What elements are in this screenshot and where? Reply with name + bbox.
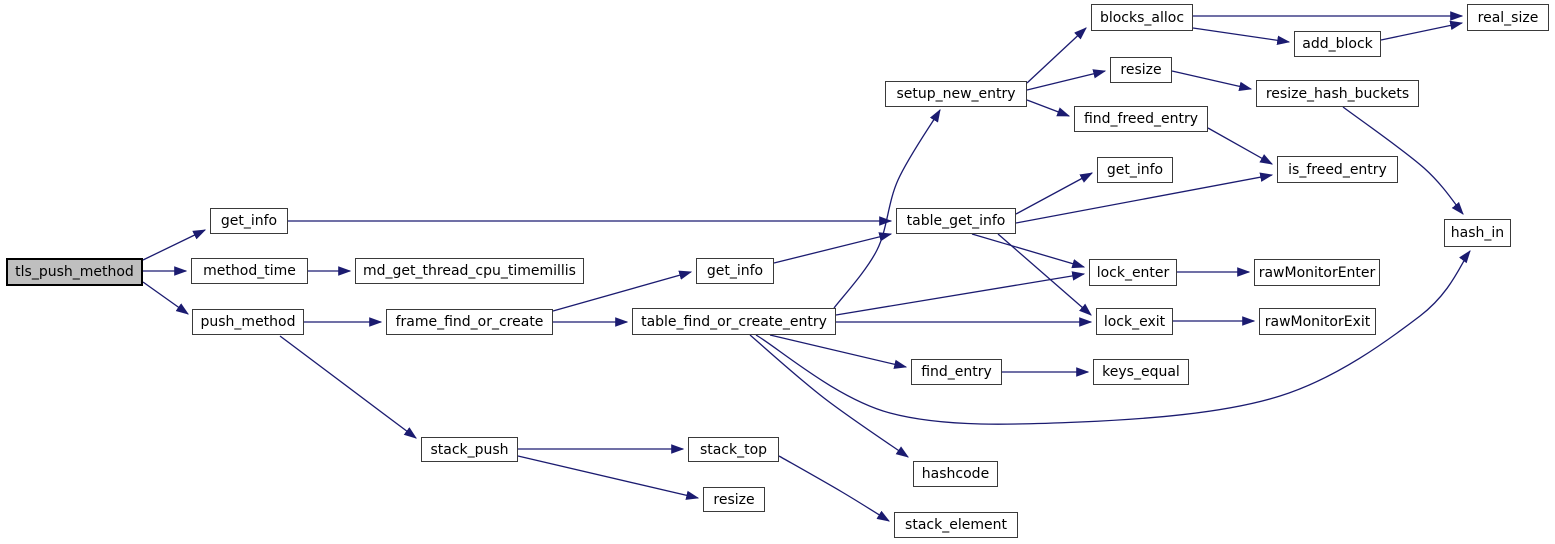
- node-setup_new_entry[interactable]: setup_new_entry: [885, 81, 1027, 107]
- node-label: is_freed_entry: [1288, 161, 1387, 178]
- node-find_entry[interactable]: find_entry: [911, 359, 1002, 385]
- node-lock_exit[interactable]: lock_exit: [1096, 308, 1173, 335]
- node-stack_push[interactable]: stack_push: [421, 437, 518, 462]
- edge-table_find_or_create_entry-to-hash_in: [755, 250, 1471, 425]
- node-add_block[interactable]: add_block: [1294, 31, 1381, 57]
- edge-find_freed_entry-to-is_freed_entry: [1207, 127, 1274, 165]
- edge-table_get_info-to-lock_enter: [971, 233, 1086, 269]
- node-label: real_size: [1477, 9, 1539, 26]
- node-label: stack_element: [905, 517, 1007, 533]
- edge-stack_push-to-resize_bottom: [517, 455, 700, 500]
- node-label: get_info: [706, 263, 764, 279]
- node-blocks_alloc[interactable]: blocks_alloc: [1091, 4, 1193, 31]
- node-get_info_c[interactable]: get_info: [1097, 157, 1173, 183]
- node-label: frame_find_or_create: [395, 314, 544, 330]
- edge-setup_new_entry-to-resize_top: [1026, 69, 1107, 91]
- node-table_get_info[interactable]: table_get_info: [896, 208, 1016, 234]
- node-label: tls_push_method: [15, 264, 134, 280]
- edge-resize_top-to-resize_hash_buckets: [1171, 70, 1253, 91]
- node-label: find_freed_entry: [1083, 111, 1199, 127]
- node-label: setup_new_entry: [896, 86, 1016, 102]
- node-method_time[interactable]: method_time: [191, 258, 308, 284]
- node-stack_element[interactable]: stack_element: [894, 512, 1018, 538]
- node-resize_bottom[interactable]: resize: [703, 487, 765, 512]
- node-tls_push_method[interactable]: tls_push_method: [6, 258, 143, 286]
- edge-push_method-to-stack_push: [279, 335, 417, 439]
- edge-add_block-to-real_size: [1380, 20, 1464, 41]
- node-rawMonitorExit[interactable]: rawMonitorExit: [1259, 308, 1376, 335]
- node-label: get_info: [1106, 162, 1164, 178]
- node-hash_in[interactable]: hash_in: [1444, 219, 1511, 247]
- node-label: hashcode: [921, 466, 990, 482]
- node-get_info_a[interactable]: get_info: [210, 208, 288, 234]
- node-table_find_or_create_entry[interactable]: table_find_or_create_entry: [632, 308, 836, 335]
- node-frame_find_or_create[interactable]: frame_find_or_create: [386, 309, 553, 335]
- edge-blocks_alloc-to-add_block: [1192, 27, 1291, 45]
- edge-setup_new_entry-to-find_freed_entry: [1026, 99, 1071, 117]
- node-label: hash_in: [1450, 225, 1505, 241]
- edge-table_get_info-to-get_info_c: [1015, 172, 1094, 215]
- node-label: stack_push: [430, 441, 509, 458]
- node-resize_top[interactable]: resize: [1110, 57, 1172, 83]
- edge-frame_find_or_create-to-get_info_b: [552, 270, 693, 312]
- edge-group: [142, 11, 1471, 522]
- node-label: resize: [1120, 62, 1162, 78]
- edge-table_find_or_create_entry-to-lock_enter: [835, 271, 1086, 316]
- node-resize_hash_buckets[interactable]: resize_hash_buckets: [1256, 80, 1419, 107]
- node-rawMonitorEnter[interactable]: rawMonitorEnter: [1254, 259, 1380, 286]
- node-label: get_info: [220, 213, 278, 229]
- node-label: blocks_alloc: [1099, 9, 1185, 26]
- node-label: lock_exit: [1103, 313, 1166, 330]
- node-label: keys_equal: [1102, 364, 1180, 380]
- node-label: push_method: [200, 314, 296, 330]
- node-label: resize: [713, 491, 755, 508]
- node-label: resize_hash_buckets: [1265, 85, 1410, 102]
- edge-table_get_info-to-lock_exit: [997, 233, 1092, 316]
- edge-tls_push_method-to-push_method: [142, 281, 189, 315]
- node-push_method[interactable]: push_method: [192, 309, 304, 335]
- node-label: add_block: [1302, 36, 1373, 52]
- node-lock_enter[interactable]: lock_enter: [1089, 259, 1177, 286]
- node-label: lock_enter: [1096, 264, 1170, 281]
- node-label: rawMonitorEnter: [1258, 264, 1376, 281]
- node-find_freed_entry[interactable]: find_freed_entry: [1074, 106, 1208, 132]
- edge-resize_hash_buckets-to-hash_in: [1342, 106, 1464, 215]
- node-label: method_time: [203, 263, 296, 279]
- edge-table_find_or_create_entry-to-setup_new_entry: [833, 108, 941, 309]
- node-real_size[interactable]: real_size: [1467, 4, 1549, 31]
- node-hashcode[interactable]: hashcode: [913, 461, 998, 487]
- edge-table_find_or_create_entry-to-find_entry: [769, 334, 908, 369]
- edge-get_info_b-to-table_get_info: [773, 232, 893, 264]
- node-keys_equal[interactable]: keys_equal: [1093, 359, 1189, 385]
- edge-table_find_or_create_entry-to-hashcode: [749, 334, 909, 458]
- node-label: table_find_or_create_entry: [641, 313, 827, 330]
- edge-tls_push_method-to-get_info_a: [142, 229, 207, 261]
- node-is_freed_entry[interactable]: is_freed_entry: [1277, 156, 1398, 183]
- node-label: rawMonitorExit: [1264, 313, 1371, 330]
- node-label: stack_top: [699, 441, 768, 458]
- node-label: table_get_info: [906, 213, 1006, 229]
- edge-stack_top-to-stack_element: [778, 455, 891, 522]
- node-get_info_b[interactable]: get_info: [696, 258, 774, 284]
- edge-table_get_info-to-is_freed_entry: [1015, 172, 1274, 224]
- node-stack_top[interactable]: stack_top: [688, 437, 779, 462]
- node-label: find_entry: [921, 364, 992, 380]
- node-md_get_thread_cpu_timemillis[interactable]: md_get_thread_cpu_timemillis: [355, 258, 584, 284]
- edge-setup_new_entry-to-blocks_alloc: [1026, 27, 1087, 84]
- node-label: md_get_thread_cpu_timemillis: [363, 263, 576, 279]
